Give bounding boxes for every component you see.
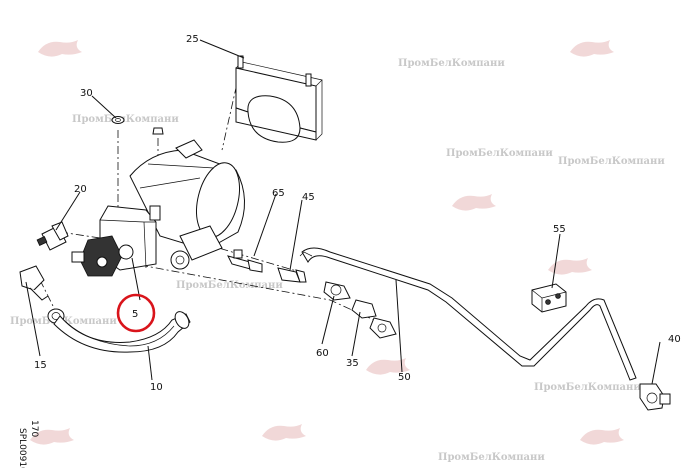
- drawing-number: SPL00916: [17, 428, 27, 468]
- watermark-text: ПромБелКомпани: [176, 280, 283, 291]
- leader-lines: [25, 39, 661, 385]
- bracket-stud: [237, 55, 244, 69]
- part-10-hose: [53, 311, 191, 353]
- part-65-pin: [227, 249, 263, 273]
- part-25-bracket: [235, 55, 323, 143]
- bracket-stud: [305, 73, 312, 87]
- watermark-text: ПромБелКомпани: [398, 58, 505, 69]
- part-55-clamp: [531, 283, 567, 313]
- callout-labels: 25 30 20 65 45 55 5 15 10 60 35 50 40: [34, 34, 681, 393]
- callout-40: 40: [668, 334, 681, 345]
- callout-50: 50: [398, 372, 411, 383]
- watermark-text: ПромБелКомпани: [438, 452, 545, 463]
- watermark-text: ПромБелКомпани: [558, 156, 665, 167]
- part-60-fitting: [323, 281, 351, 301]
- part-20-fitting: [36, 221, 69, 251]
- callout-45: 45: [302, 192, 315, 203]
- watermark-logo: [30, 40, 624, 445]
- part-35-fitting: [351, 299, 397, 339]
- callout-25: 25: [186, 34, 199, 45]
- page-number: 170: [29, 420, 39, 437]
- watermark-text: ПромБелКомпани: [534, 382, 641, 393]
- part-5-motor-pump: [71, 139, 246, 277]
- part-50-tube: [299, 247, 637, 381]
- callout-60: 60: [316, 348, 329, 359]
- part-30-washer: [111, 116, 164, 135]
- callout-10: 10: [150, 382, 163, 393]
- callout-15: 15: [34, 360, 47, 371]
- part-45-connector: [277, 267, 307, 283]
- callout-30: 30: [80, 88, 93, 99]
- drawing-code: SPL00916 170: [17, 420, 39, 468]
- highlight-circle: [116, 293, 156, 333]
- callout-55: 55: [553, 224, 566, 235]
- part-40-fitting: [639, 383, 671, 411]
- watermark-text: ПромБелКомпани: [72, 114, 179, 125]
- callout-20: 20: [74, 184, 87, 195]
- callout-35: 35: [346, 358, 359, 369]
- watermark-text: ПромБелКомпани: [446, 148, 553, 159]
- callout-5: 5: [132, 309, 138, 320]
- part-15-hose-fitting: [19, 265, 65, 324]
- callout-65: 65: [272, 188, 285, 199]
